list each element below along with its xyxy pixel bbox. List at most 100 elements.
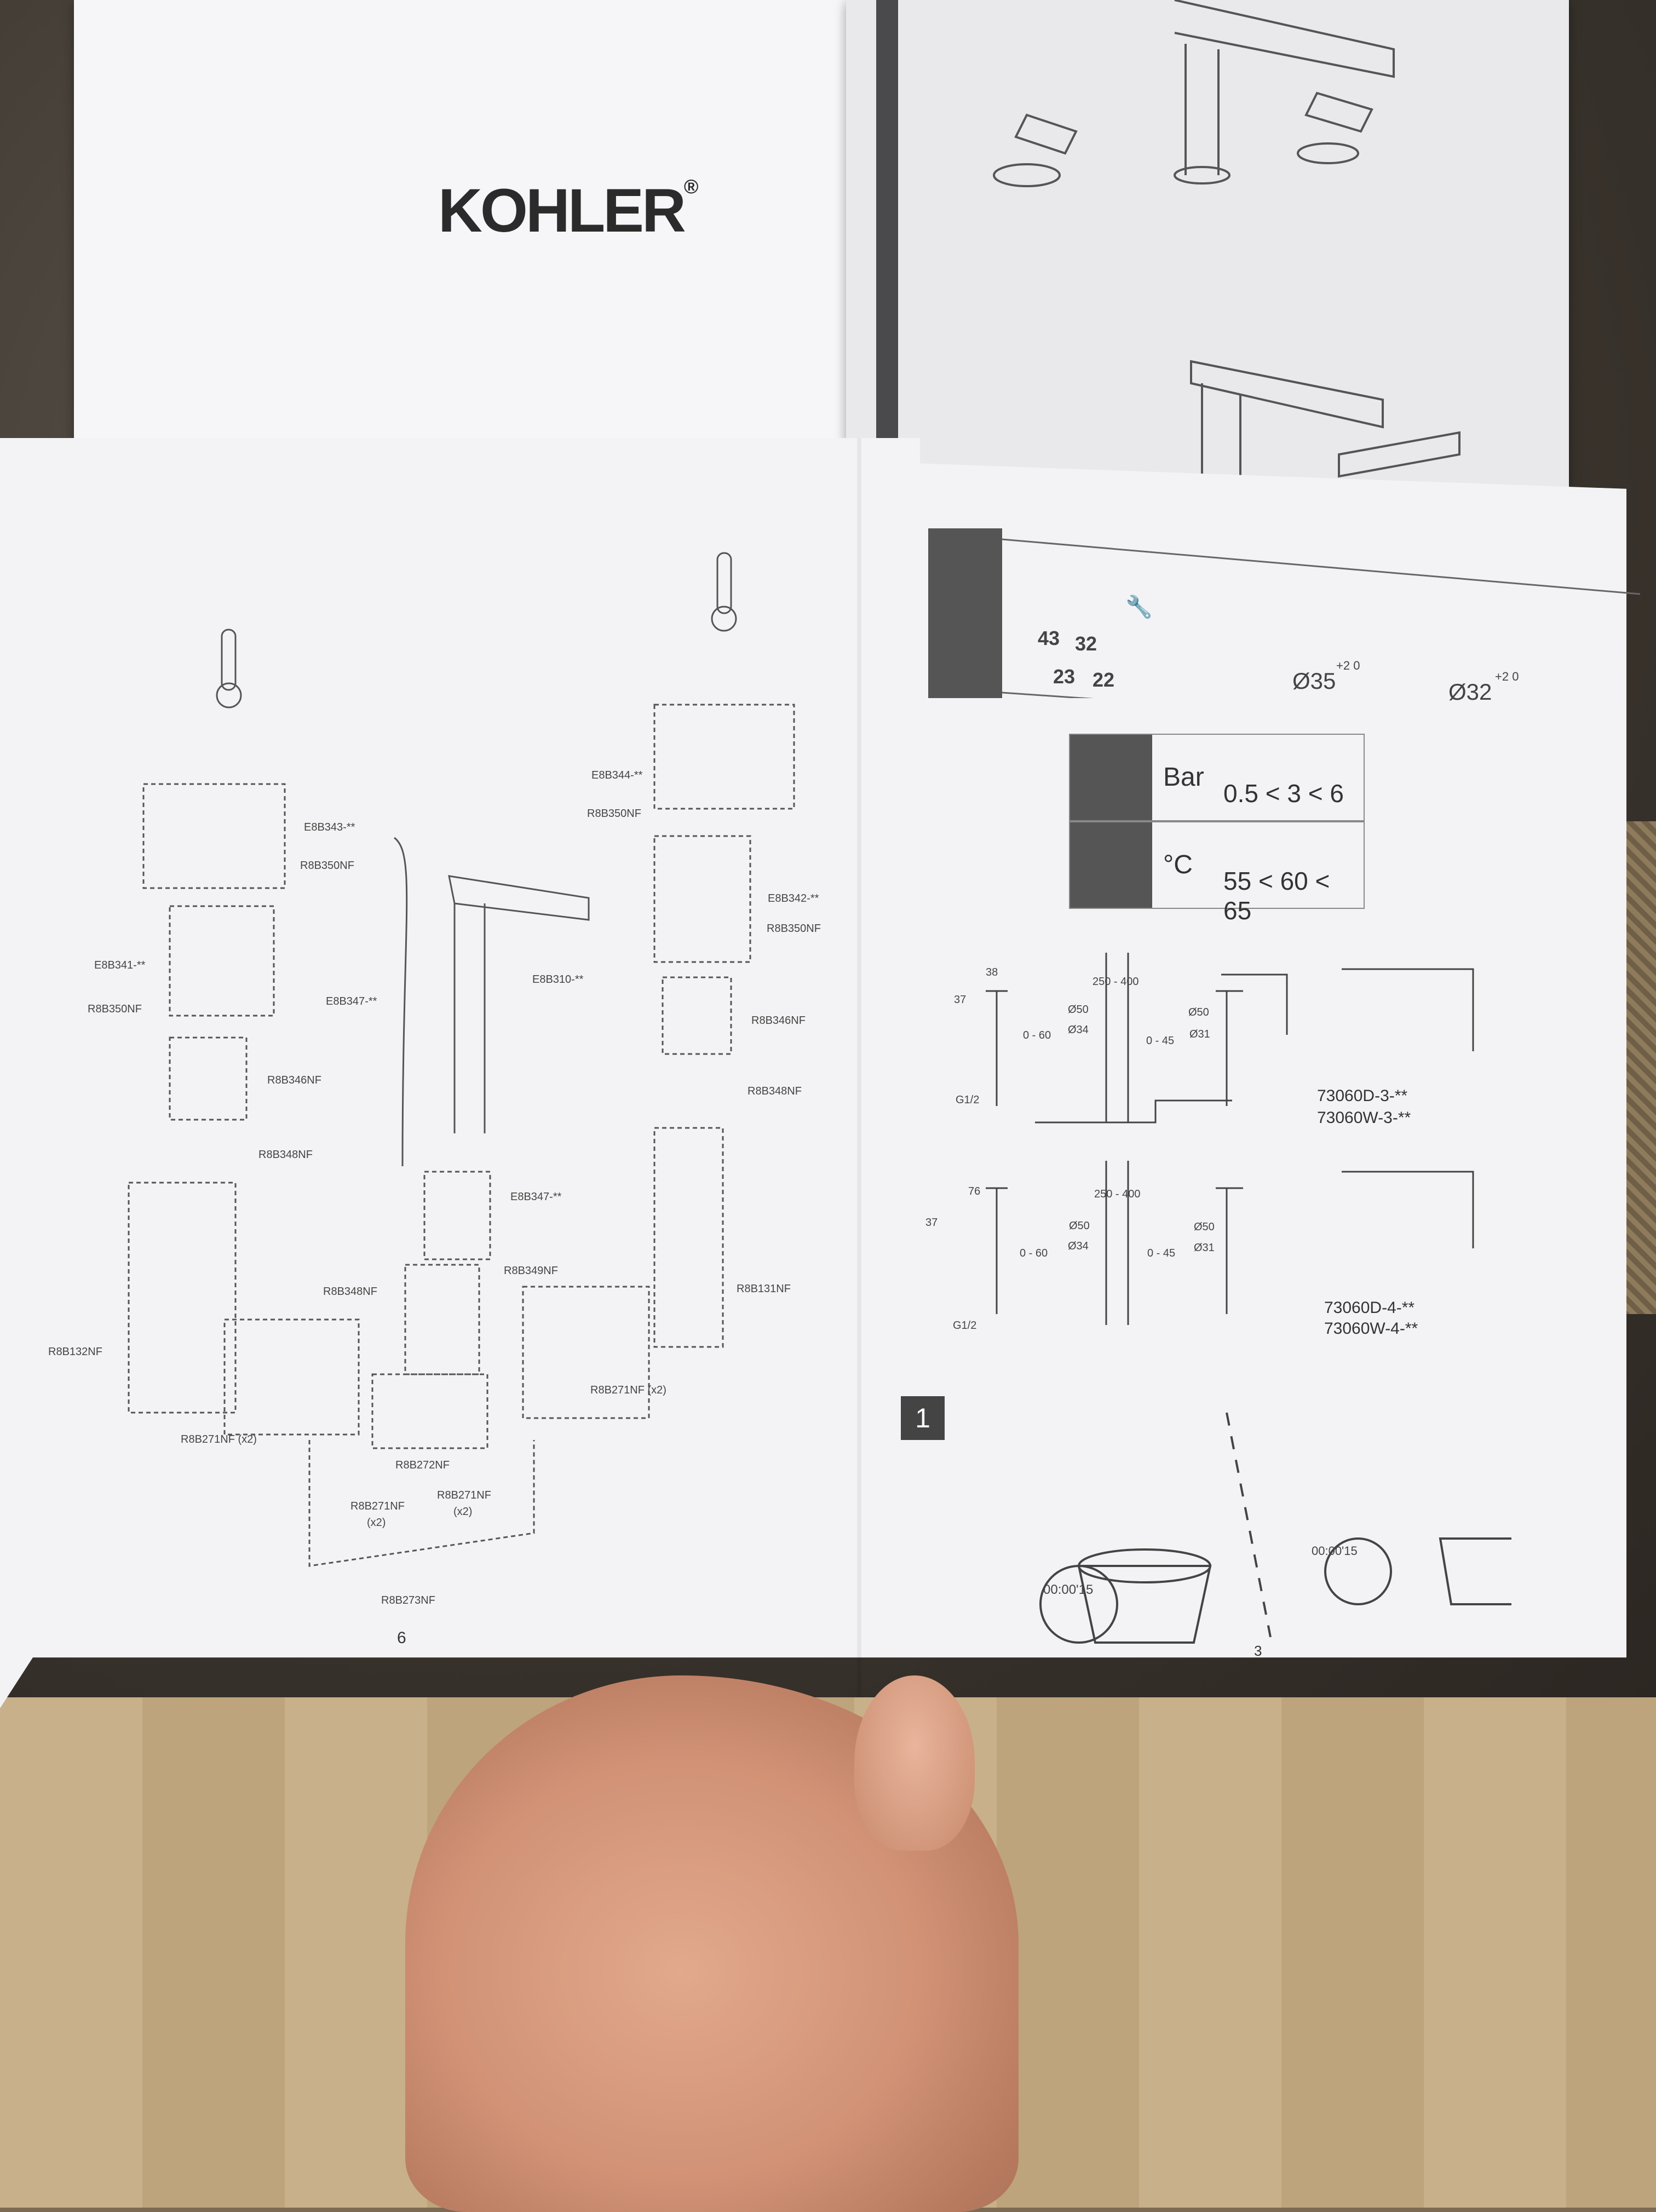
dimension: 0 - 60 (1020, 1247, 1048, 1259)
part-label: R8B272NF (395, 1459, 450, 1471)
bucket-left (1077, 1565, 1212, 1644)
instruction-sheet (0, 438, 1626, 1708)
registered-mark: ® (683, 175, 698, 198)
hole-tolerance: +2 0 (1336, 659, 1360, 672)
part-label: R8B348NF (258, 1149, 313, 1161)
dimension: 37 (954, 994, 967, 1006)
hole-tolerance: +2 0 (1495, 670, 1519, 683)
assembly-bracket (308, 1440, 535, 1567)
part-label: R8B346NF (751, 1015, 806, 1027)
part-label: R8B273NF (381, 1594, 435, 1606)
part-label: R8B346NF (267, 1074, 321, 1086)
timer-readout-right: 00:00'15 (1312, 1544, 1358, 1558)
wrench-size: 43 (1038, 627, 1060, 649)
dimension: 250 - 400 (1094, 1188, 1141, 1200)
pressure-optimal: 3 (1287, 779, 1301, 808)
pressure-gauge-icon (1070, 735, 1152, 820)
pressure-low: 0.5 < (1223, 779, 1280, 808)
part-label: R8B349NF (504, 1265, 558, 1277)
lever-handle-box-right (653, 704, 795, 810)
cross-handle-box-left (169, 905, 275, 1017)
pressure-high: < 6 (1308, 779, 1344, 808)
temperature-row: °C 55 < 60 < 65 (1069, 821, 1365, 925)
pressure-temperature-table: Bar 0.5 < 3 < 6 °C 55 < 60 < 65 (1069, 734, 1365, 925)
stopwatch-icon-left (1039, 1565, 1118, 1644)
wrench-size: 22 (1092, 669, 1115, 691)
part-label: E8B310-** (532, 973, 584, 986)
part-label: R8B350NF (587, 808, 641, 820)
thermometer-icon-left (221, 629, 237, 691)
dimension: Ø34 (1068, 1024, 1089, 1036)
dimension: 0 - 60 (1023, 1029, 1051, 1041)
part-label: (x2) (367, 1517, 386, 1529)
temperature-range: 55 < 60 < 65 (1223, 866, 1364, 925)
part-label: R8B350NF (88, 1003, 142, 1015)
tools-band: 43 32 23 22 🔧 Ø35 +2 0 Ø32 +2 0 (928, 528, 1640, 705)
cross-handle-left (1014, 113, 1078, 155)
wrench-size: 32 (1075, 632, 1097, 655)
faucet-base-top (1174, 166, 1231, 185)
sheet-fold (857, 438, 861, 1697)
dimension: G1/2 (956, 1094, 980, 1106)
dimension: Ø31 (1189, 1028, 1210, 1040)
bucket-right (1439, 1537, 1511, 1605)
pressure-unit: Bar (1163, 763, 1204, 792)
hose-box-left (223, 1318, 360, 1436)
exploded-parts-diagram (128, 552, 795, 1567)
spout-drawing (448, 875, 590, 921)
part-label: (x2) (453, 1506, 473, 1518)
tee-box (371, 1373, 488, 1449)
flush-step-illustration (1039, 1412, 1511, 1644)
part-label: E8B344-** (591, 769, 643, 781)
cross-handle-box-right (653, 835, 751, 963)
part-label: R8B132NF (48, 1346, 102, 1358)
logo-text: KOHLER (438, 176, 686, 245)
dimension: 0 - 45 (1147, 1247, 1176, 1259)
faucet-body-top (1185, 44, 1220, 175)
dimension: 38 (986, 966, 998, 978)
divider-dashed (1226, 1412, 1272, 1638)
cover-sheet: KOHLER® (74, 0, 846, 465)
dimension: 76 (968, 1185, 981, 1197)
cross-handle-right (1304, 91, 1373, 133)
dimension: Ø50 (1188, 1006, 1209, 1018)
part-label: R8B271NF (x2) (181, 1433, 257, 1445)
dimension: G1/2 (953, 1320, 977, 1332)
faucet-spout-top (1174, 0, 1395, 78)
toolbox-icon (928, 528, 1002, 698)
part-label: R8B350NF (767, 923, 821, 935)
dimension: 0 - 45 (1146, 1035, 1175, 1047)
hose-box-right (522, 1286, 650, 1419)
model-number: 73060W-4-** (1324, 1320, 1418, 1338)
part-label: R8B271NF (350, 1500, 405, 1512)
dimension: Ø31 (1194, 1242, 1215, 1254)
dimension: Ø50 (1069, 1220, 1090, 1232)
part-label: R8B271NF (437, 1489, 491, 1501)
dimension: Ø34 (1068, 1240, 1089, 1252)
wrench-size: 23 (1053, 665, 1076, 688)
cartridge-box-left (128, 1182, 237, 1414)
part-label: E8B342-** (768, 892, 819, 905)
part-label: R8B348NF (323, 1286, 377, 1298)
lever-handle-bottom (1338, 431, 1461, 478)
pressure-row: Bar 0.5 < 3 < 6 (1069, 734, 1365, 821)
dimension: Ø50 (1068, 1004, 1089, 1016)
faucet-spout-bottom (1190, 360, 1384, 429)
handle-base-right (1297, 142, 1359, 164)
step-number-badge: 1 (901, 1396, 945, 1440)
sleeve-box-left (169, 1036, 248, 1121)
lift-rod-drawing (394, 837, 408, 1167)
model-number: 73060D-4-** (1324, 1299, 1415, 1317)
part-label: R8B131NF (737, 1283, 791, 1295)
dimension: 250 - 400 (1092, 976, 1139, 988)
cartridge-box-right (653, 1127, 724, 1348)
part-label: E8B343-** (304, 821, 355, 833)
hole-size: Ø35 (1292, 668, 1336, 694)
center-nut-box (404, 1264, 480, 1375)
handle-base-left (993, 163, 1061, 187)
temperature-high: < 65 (1223, 867, 1330, 925)
part-label: E8B347-** (510, 1191, 562, 1203)
wrench-icon: 🔧 (1125, 595, 1153, 619)
sleeve-box-right (662, 976, 732, 1055)
part-label: R8B271NF (x2) (590, 1384, 666, 1396)
